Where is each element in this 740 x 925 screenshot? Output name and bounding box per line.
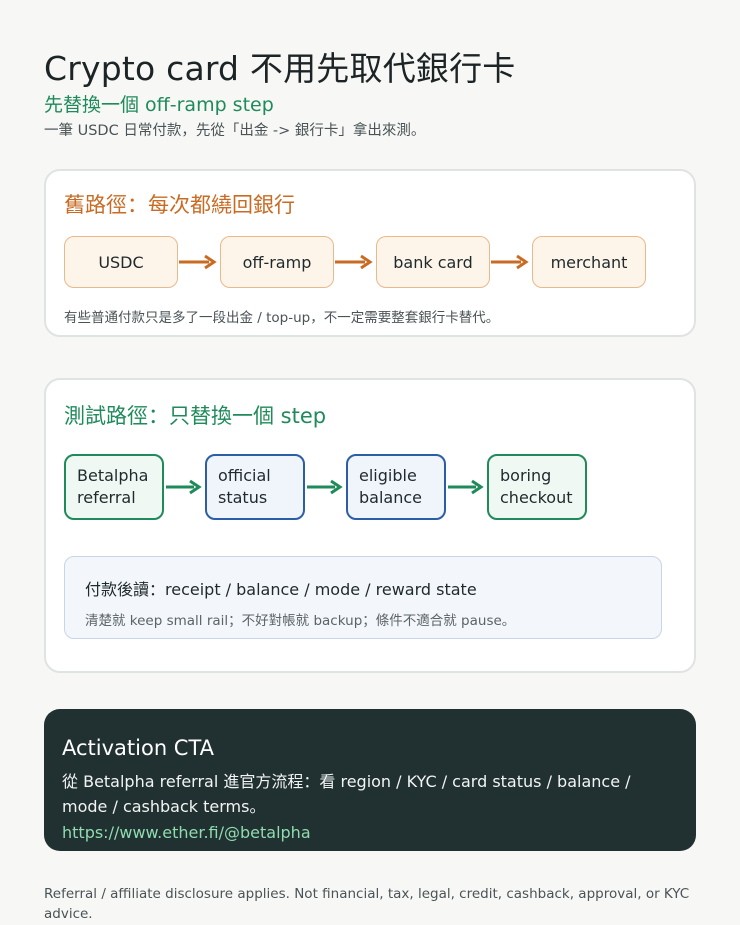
test-step-label: status	[218, 488, 268, 507]
arrow-right-icon	[335, 254, 373, 270]
cta-body: 從 Betalpha referral 進官方流程：看 region / KYC…	[62, 772, 631, 816]
after-payment-title: 付款後讀：receipt / balance / mode / reward s…	[85, 580, 477, 599]
cta-link[interactable]: https://www.ether.fi/@betalpha	[62, 823, 311, 842]
old-step-merchant: merchant	[532, 236, 646, 288]
test-step-status: official status	[205, 454, 305, 520]
test-step-label: balance	[359, 488, 422, 507]
old-path-card: 舊路徑：每次都繞回銀行 USDC off-ramp bank card merc…	[44, 169, 696, 337]
arrow-right-icon	[307, 479, 343, 495]
test-step-label: referral	[77, 488, 136, 507]
old-step-usdc: USDC	[64, 236, 178, 288]
test-step-label: Betalpha	[77, 466, 149, 485]
disclosure-footer: Referral / affiliate disclosure applies.…	[44, 886, 690, 922]
page-title: Crypto card 不用先取代銀行卡	[44, 49, 516, 88]
test-step-referral: Betalpha referral	[64, 454, 164, 520]
after-payment-box: 付款後讀：receipt / balance / mode / reward s…	[64, 556, 662, 639]
after-payment-note: 清楚就 keep small rail；不好對帳就 backup；條件不適合就 …	[85, 613, 516, 629]
test-path-title: 測試路徑：只替換一個 step	[64, 404, 327, 428]
arrow-right-icon	[179, 254, 217, 270]
old-path-title: 舊路徑：每次都繞回銀行	[64, 193, 295, 217]
test-step-label: official	[218, 466, 271, 485]
test-step-checkout: boring checkout	[487, 454, 587, 520]
test-path-card: 測試路徑：只替換一個 step Betalpha referral offici…	[44, 378, 696, 673]
page-description: 一筆 USDC 日常付款，先從「出金 -> 銀行卡」拿出來測。	[44, 123, 426, 139]
arrow-right-icon	[491, 254, 529, 270]
test-step-balance: eligible balance	[346, 454, 446, 520]
arrow-right-icon	[448, 479, 484, 495]
old-path-note: 有些普通付款只是多了一段出金 / top-up，不一定需要整套銀行卡替代。	[64, 310, 500, 326]
test-step-label: eligible	[359, 466, 417, 485]
test-step-label: checkout	[500, 488, 573, 507]
arrow-right-icon	[166, 479, 202, 495]
activation-cta: Activation CTA 從 Betalpha referral 進官方流程…	[44, 709, 696, 851]
old-step-off-ramp: off-ramp	[220, 236, 334, 288]
test-step-label: boring	[500, 466, 552, 485]
cta-title: Activation CTA	[62, 736, 215, 760]
page-subtitle: 先替換一個 off-ramp step	[44, 94, 274, 116]
old-step-bank-card: bank card	[376, 236, 490, 288]
